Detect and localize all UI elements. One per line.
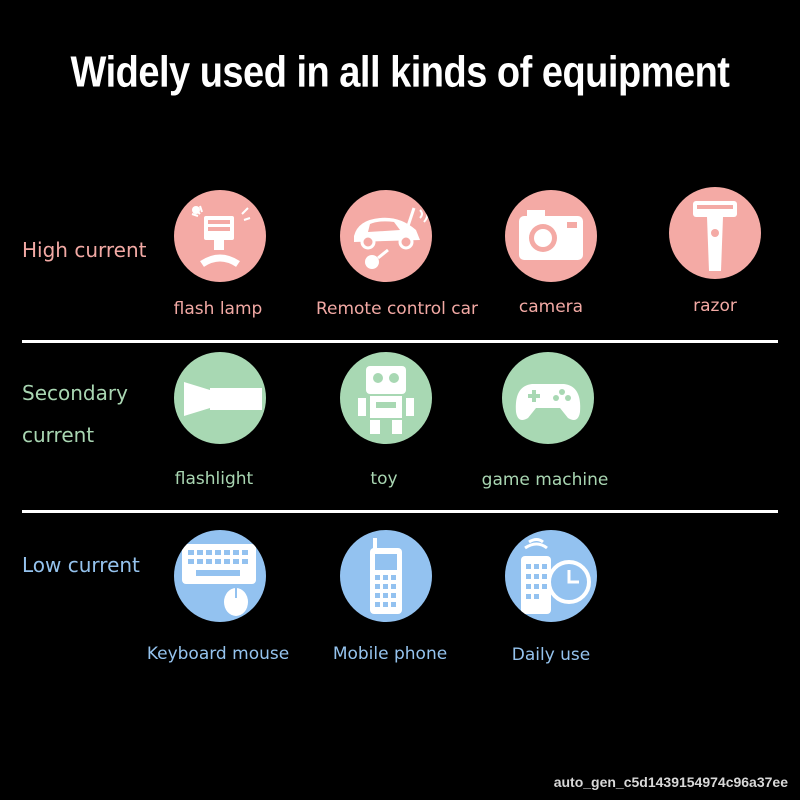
remote-clock-icon: [505, 530, 597, 622]
label-daily-use: Daily use: [511, 645, 591, 665]
keyboard-mouse-icon: [174, 530, 266, 622]
label-camera: camera: [518, 297, 584, 317]
page-title: Widely used in all kinds of equipment: [70, 48, 730, 98]
category-low-current: Low current: [22, 553, 140, 577]
label-remote-control-car: Remote control car: [315, 299, 479, 319]
gamepad-icon: [502, 352, 594, 444]
category-high-current: High current: [22, 238, 147, 262]
category-secondary-current-line1: Secondary: [22, 381, 128, 405]
flashlight-icon: [174, 352, 266, 444]
divider-secondary-low: [22, 510, 778, 513]
label-flash-lamp: flash lamp: [173, 299, 263, 319]
watermark-text: auto_gen_c5d1439154974c96a37ee: [553, 774, 788, 790]
camera-icon: [505, 190, 597, 282]
remote-control-car-icon: [340, 190, 432, 282]
divider-high-secondary: [22, 340, 778, 343]
robot-toy-icon: [340, 352, 432, 444]
label-mobile-phone: Mobile phone: [332, 644, 448, 664]
label-razor: razor: [693, 296, 737, 316]
razor-icon: [669, 187, 761, 279]
mobile-phone-icon: [340, 530, 432, 622]
category-secondary-current-line2: current: [22, 423, 95, 447]
label-keyboard-mouse: Keyboard mouse: [146, 644, 290, 664]
label-toy: toy: [370, 469, 398, 489]
label-game-machine: game machine: [481, 470, 609, 490]
flash-lamp-icon: [174, 190, 266, 282]
label-flashlight: flashlight: [174, 469, 254, 489]
